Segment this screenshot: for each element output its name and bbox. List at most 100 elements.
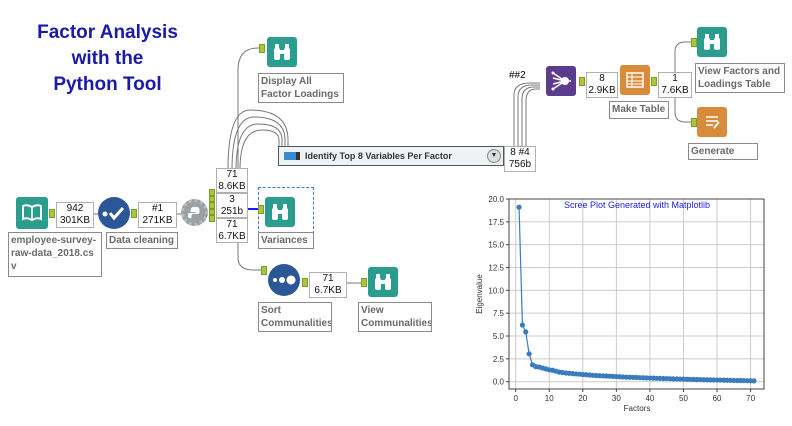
x-tick-label: 50 [679, 394, 688, 403]
union-icon[interactable] [546, 66, 576, 96]
python-output-anchors [209, 189, 216, 222]
x-tick-label: 10 [545, 394, 554, 403]
collapse-button[interactable]: ▼ [487, 149, 501, 163]
anchor-3[interactable] [209, 202, 215, 209]
y-tick-label: 2.5 [493, 355, 505, 364]
data-point [516, 204, 522, 210]
generate-pdf-label: Generate PDF [688, 143, 758, 160]
data-point [751, 378, 757, 384]
binoculars-icon[interactable] [697, 27, 727, 57]
tool-container[interactable]: Identify Top 8 Variables Per Factor ▼ [278, 146, 504, 166]
row-count: 8 #4 [510, 147, 530, 158]
output-anchor[interactable] [302, 278, 308, 287]
view-communalities-label: View Communalities [358, 302, 432, 332]
input-anchor[interactable] [691, 118, 697, 127]
data-size: 756b [508, 159, 532, 170]
make-table-label: Make Table [609, 101, 669, 119]
title-line-2: with the [71, 48, 144, 69]
view-factors-label: View Factors and Loadings Table [695, 63, 785, 93]
y-tick-label: 12.5 [488, 264, 504, 273]
input-anchor[interactable] [691, 38, 697, 47]
data-point [523, 329, 529, 335]
input-anchor[interactable] [361, 278, 367, 287]
data-size: 301KB [59, 215, 91, 226]
binoculars-icon[interactable] [265, 197, 295, 227]
container-icon [284, 152, 300, 160]
y-tick-label: 20.0 [488, 195, 504, 204]
data-size: 6.7KB [314, 285, 342, 296]
input-tool-label: employee-survey-raw-data_2018.csv [8, 232, 102, 277]
connection-label: ##2 [509, 70, 526, 81]
series-line [518, 207, 754, 382]
variances-label: Variances [258, 232, 314, 249]
output-anchor[interactable] [131, 209, 137, 218]
output-anchor[interactable] [651, 77, 657, 86]
data-size: 6.7KB [218, 231, 246, 242]
data-size: 8.6KB [218, 181, 246, 192]
row-count: #1 [151, 203, 164, 214]
sort-icon[interactable] [268, 264, 300, 296]
y-tick-label: 17.5 [488, 218, 504, 227]
anchor-2[interactable] [209, 195, 215, 202]
data-size: 7.6KB [661, 85, 689, 96]
row-count: 3 [229, 194, 235, 205]
y-tick-label: 0.0 [493, 378, 505, 387]
x-tick-label: 60 [713, 394, 722, 403]
data-size: 271KB [142, 215, 173, 226]
input-anchor[interactable] [261, 266, 267, 275]
row-count: 8 [599, 73, 605, 84]
x-axis-label: Factors [624, 404, 651, 413]
anchor-4[interactable] [209, 208, 215, 215]
input-anchor[interactable] [259, 44, 265, 53]
python-gear-icon[interactable] [181, 199, 208, 226]
data-point [526, 351, 532, 357]
binoculars-icon[interactable] [368, 267, 398, 297]
y-axis-label: Eigenvalue [475, 274, 484, 314]
x-tick-label: 30 [612, 394, 621, 403]
check-icon[interactable] [98, 197, 130, 229]
data-point [519, 322, 526, 328]
row-count: 71 [322, 273, 334, 284]
row-count: 71 [226, 219, 238, 230]
display-loadings-label: Display All Factor Loadings [258, 73, 344, 103]
anchor-1[interactable] [209, 189, 215, 196]
data-cleaning-label: Data cleaning [106, 232, 178, 249]
input-anchor[interactable] [258, 205, 264, 214]
y-tick-label: 15.0 [488, 241, 504, 250]
output-anchor[interactable] [579, 77, 585, 86]
report-icon[interactable] [697, 107, 727, 137]
row-count: 942 [66, 203, 84, 214]
x-tick-label: 20 [578, 394, 587, 403]
output-anchor[interactable] [49, 209, 55, 218]
row-count: 71 [226, 169, 238, 180]
y-tick-label: 5.0 [493, 332, 505, 341]
chart-title: Scree Plot Generated with Matplotlib [564, 200, 710, 210]
y-tick-label: 7.5 [493, 309, 505, 318]
x-tick-label: 70 [746, 394, 755, 403]
table-icon[interactable] [620, 65, 650, 95]
sort-communalities-label: Sort Communalities [258, 302, 332, 332]
title-line-3: Python Tool [53, 74, 162, 95]
binoculars-icon[interactable] [267, 37, 297, 67]
workflow-title: Factor Analysis with the Python Tool [5, 20, 210, 98]
data-size: 251b [220, 206, 244, 217]
plot-frame [508, 198, 765, 390]
title-line-1: Factor Analysis [37, 22, 178, 43]
y-tick-label: 10.0 [488, 286, 504, 295]
data-size: 2.9KB [588, 85, 616, 96]
row-count: 1 [672, 73, 678, 84]
container-title: Identify Top 8 Variables Per Factor [305, 151, 452, 161]
book-icon[interactable] [16, 197, 48, 229]
x-tick-label: 40 [645, 394, 654, 403]
anchor-5[interactable] [209, 215, 215, 222]
